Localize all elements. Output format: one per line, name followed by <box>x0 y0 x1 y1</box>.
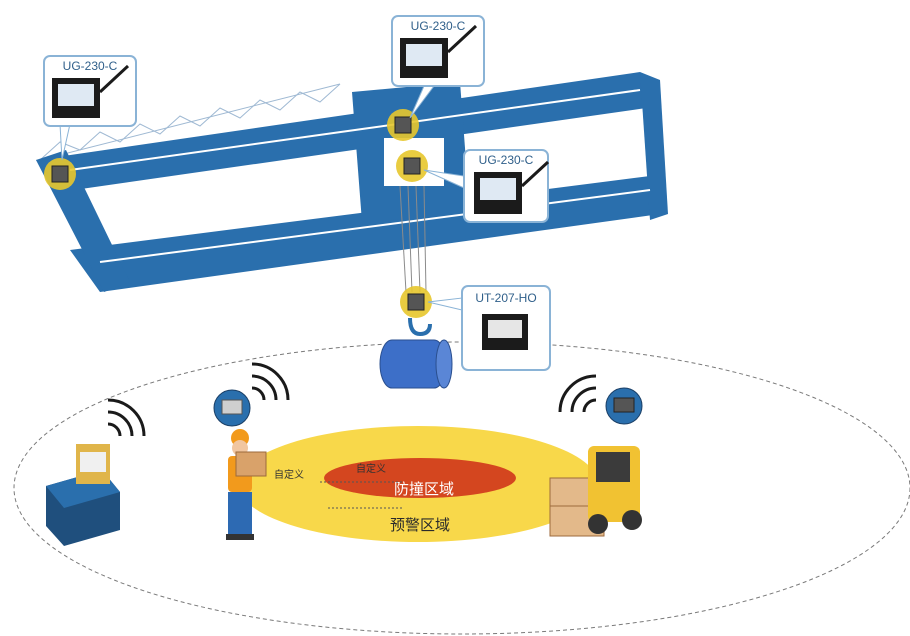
callout-right-trolley: UG-230-C <box>423 149 550 223</box>
device-icon <box>394 116 412 134</box>
collision-zone-label: 防撞区域 <box>394 480 454 498</box>
callout-hook: UT-207-HO <box>427 285 551 371</box>
cylinder-face <box>435 339 453 389</box>
worker-tag <box>213 389 251 427</box>
wheel-icon <box>588 514 608 534</box>
hoist-ropes <box>399 185 427 293</box>
sensor-top-trolley <box>387 109 419 141</box>
antenna-icon <box>98 64 130 94</box>
station-equipment <box>46 444 120 546</box>
crane-lattice <box>39 83 341 161</box>
forklift <box>549 446 642 537</box>
wheel-icon <box>622 510 642 530</box>
callout-label: UT-207-HO <box>475 291 536 305</box>
beam-highlight-2 <box>99 189 651 263</box>
hook-icon <box>408 317 432 337</box>
wifi-signal-icon <box>558 374 597 413</box>
antenna-icon <box>446 24 478 54</box>
device-icon <box>221 399 243 415</box>
carried-box <box>235 451 267 477</box>
sensor-right-trolley <box>396 150 428 182</box>
antenna-icon <box>520 160 550 188</box>
forklift-tag <box>605 387 643 425</box>
device-icon <box>403 157 421 175</box>
beam-highlight-1 <box>69 89 641 171</box>
callout-label: UG-230-C <box>63 59 118 73</box>
sensor-hook <box>400 286 432 318</box>
callout-label: UG-230-C <box>479 153 534 167</box>
callout-left-crane: UG-230-C <box>43 55 137 161</box>
worker-figure <box>226 429 267 540</box>
warning-zone-label: 预警区域 <box>390 516 450 534</box>
callout-top-trolley: UG-230-C <box>391 15 485 119</box>
wifi-signal-icon <box>251 362 290 401</box>
callout-label: UG-230-C <box>411 19 466 33</box>
device-icon <box>407 293 425 311</box>
hook-assembly <box>379 317 453 389</box>
device-icon <box>51 165 69 183</box>
crane-beam-back <box>36 72 660 192</box>
sensor-left-crane <box>44 158 76 190</box>
worker-legs <box>228 492 252 534</box>
custom-distance-label-inner: 自定义 <box>356 462 386 475</box>
wifi-signal-icon <box>107 398 146 437</box>
custom-distance-label-left: 自定义 <box>274 468 304 481</box>
collision-zone <box>324 458 516 498</box>
device-icon <box>613 397 635 413</box>
crane-end-right <box>640 72 668 220</box>
